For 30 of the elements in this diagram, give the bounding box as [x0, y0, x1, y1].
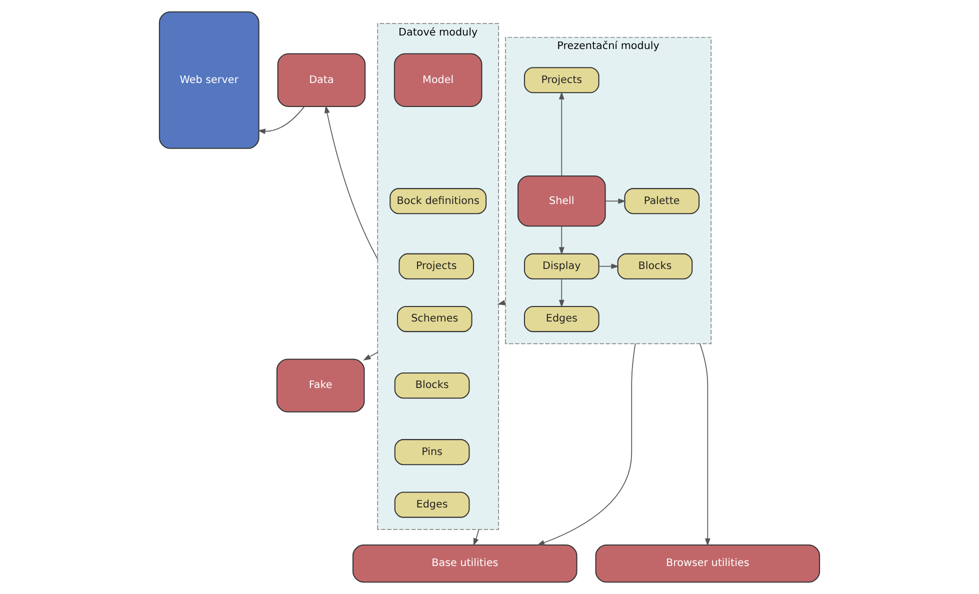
node-box: Schemes: [396, 306, 472, 332]
arrow: [558, 92, 564, 176]
node-box: Data: [277, 53, 366, 107]
node-box: Fake: [276, 358, 365, 412]
node-box: Browser utilities: [595, 544, 820, 583]
node-box: Projects: [398, 253, 474, 280]
node-box: Pins: [394, 439, 470, 466]
arrow: [536, 343, 636, 546]
arrow: [324, 105, 378, 260]
node-box: Web server: [158, 11, 260, 149]
arrow: [497, 300, 506, 306]
node-box: Model: [394, 53, 482, 107]
node-box: Display: [524, 253, 600, 280]
node-box: Edges: [524, 306, 600, 332]
arrow: [558, 226, 564, 255]
arrow: [473, 528, 480, 546]
node-box: Bock definitions: [390, 188, 487, 214]
node-box: Blocks: [617, 253, 693, 280]
node-box: Edges: [394, 492, 470, 518]
arrow: [363, 352, 378, 361]
node-box: Projects: [524, 67, 600, 94]
arrow: [598, 264, 619, 270]
arrow: [258, 106, 305, 134]
node-box: Palette: [624, 188, 700, 214]
arrow: [605, 198, 626, 204]
node-box: Blocks: [394, 372, 470, 399]
arrow: [558, 278, 564, 308]
node-box: Base utilities: [352, 544, 578, 583]
arrow: [700, 343, 710, 546]
node-box: Shell: [518, 176, 606, 227]
